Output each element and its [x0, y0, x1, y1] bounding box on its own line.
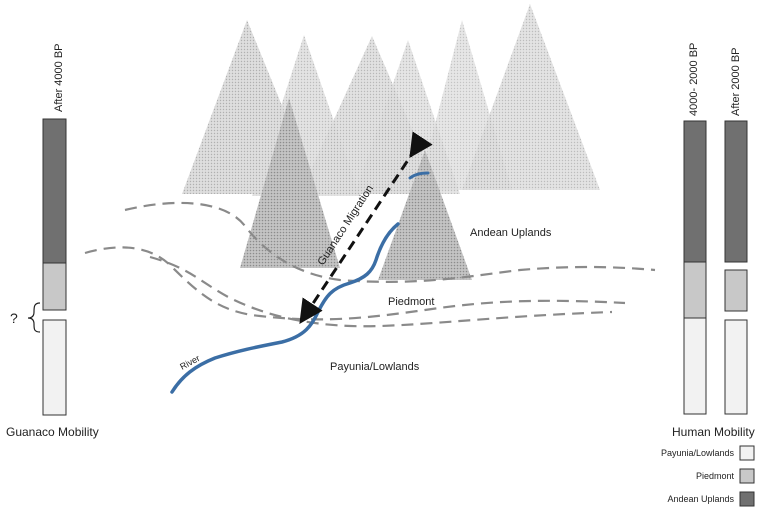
legend-label-uplands: Andean Uplands	[667, 494, 734, 504]
label-lowlands: Payunia/Lowlands	[330, 361, 420, 373]
label-andean-uplands: Andean Uplands	[470, 227, 552, 239]
legend-label-lowlands: Payunia/Lowlands	[661, 448, 735, 458]
left-bar-piedmont	[42, 262, 67, 311]
left-bar-lowlands	[42, 319, 67, 416]
zone-boundaries	[84, 201, 656, 328]
right2-bar-uplands	[724, 120, 748, 263]
right-col2-title: After 2000 BP	[730, 48, 742, 117]
right-column-caption: Human Mobility	[672, 425, 755, 439]
label-river: River	[178, 353, 201, 372]
left-bar-uplands	[42, 118, 67, 264]
right2-bar-lowlands	[724, 319, 748, 415]
left-question-mark: ?	[10, 310, 18, 326]
left-column-caption: Guanaco Mobility	[6, 425, 99, 439]
legend: Payunia/Lowlands Piedmont Andean Uplands	[661, 445, 755, 507]
right1-bar-piedmont	[683, 261, 707, 319]
right1-bar-uplands	[683, 120, 707, 263]
label-piedmont: Piedmont	[388, 296, 434, 308]
legend-swatch-piedmont	[739, 468, 755, 484]
piedmont-boundary-upper	[84, 246, 626, 321]
guanaco-mobility-column: After 4000 BP ? Guanaco Mobility	[6, 44, 99, 440]
right-col1-title: 4000- 2000 BP	[688, 43, 700, 116]
human-mobility-columns: 4000- 2000 BP After 2000 BP Human Mobili…	[672, 43, 755, 439]
migration-arrow	[299, 131, 433, 325]
legend-swatch-lowlands	[739, 445, 755, 461]
legend-swatch-uplands	[739, 491, 755, 507]
mountain-back-6	[462, 4, 600, 190]
left-column-title: After 4000 BP	[53, 44, 65, 113]
right2-bar-piedmont	[724, 269, 748, 312]
piedmont-boundary-lower	[149, 255, 613, 328]
legend-label-piedmont: Piedmont	[696, 471, 735, 481]
left-uncertainty-brace	[27, 302, 41, 333]
right1-bar-lowlands	[683, 317, 707, 415]
